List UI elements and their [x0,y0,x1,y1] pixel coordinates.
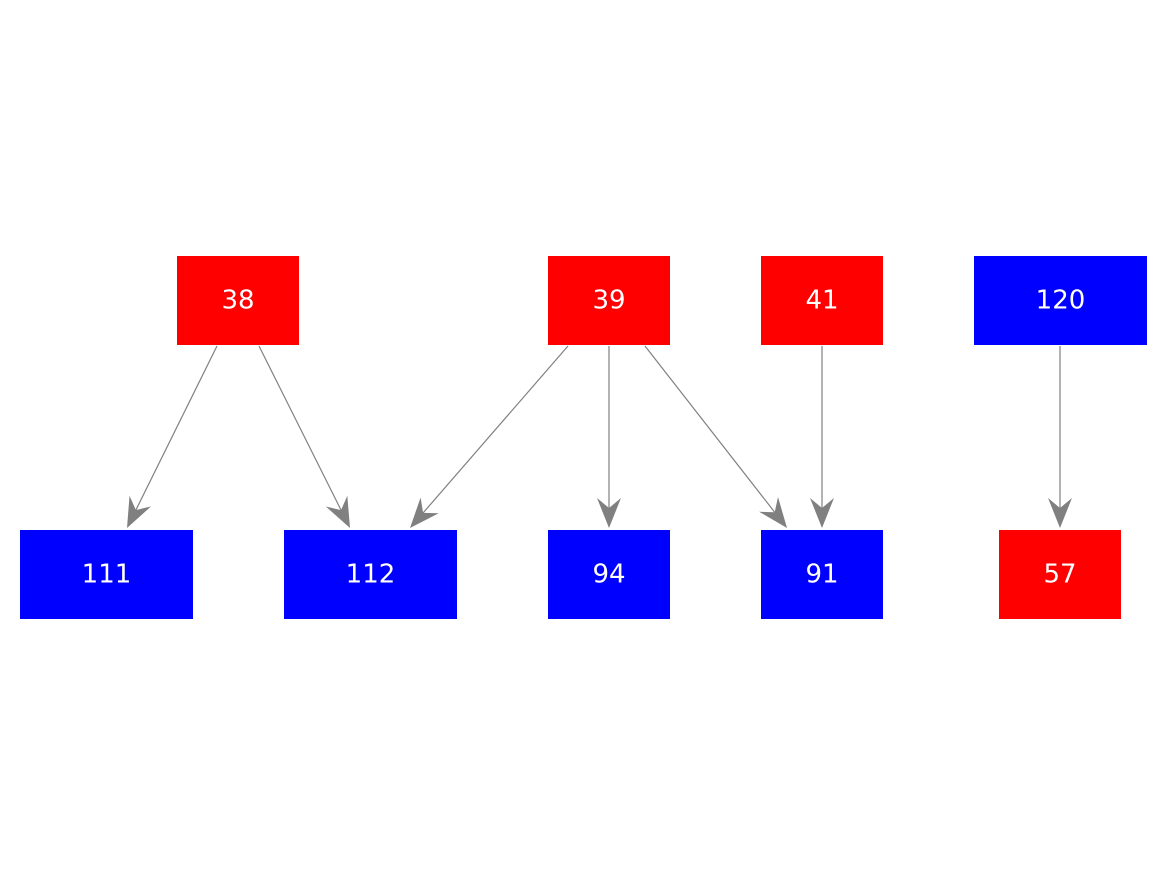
node-57: 57 [999,530,1121,619]
node-111: 111 [20,530,193,619]
arrowhead [759,496,787,528]
node-94: 94 [548,530,670,619]
node-38: 38 [177,256,299,345]
edge-line [258,345,342,511]
node-box [761,256,883,345]
edge-38-to-111 [127,345,218,528]
node-label: 41 [805,286,838,316]
node-box [974,256,1147,345]
edge-120-to-57 [1048,346,1072,528]
node-box [999,530,1121,619]
edge-line [135,345,218,511]
node-label: 38 [221,286,254,316]
edges-layer [127,345,1072,528]
node-label: 111 [82,560,132,590]
node-label: 120 [1036,286,1086,316]
edge-line [644,345,776,513]
edge-39-to-94 [597,346,621,528]
edge-38-to-112 [258,345,350,528]
edge-line [422,345,569,514]
node-box [284,530,457,619]
edge-41-to-91 [810,346,834,528]
node-120: 120 [974,256,1147,345]
nodes-layer: 38 39 41 120 111 112 94 91 57 [20,256,1147,619]
edge-39-to-91 [644,345,787,528]
arrowhead [410,497,439,528]
arrowhead [325,495,350,528]
arrowhead [597,498,621,528]
node-box [548,530,670,619]
node-label: 112 [346,560,396,590]
node-box [20,530,193,619]
arrowhead [1048,498,1072,528]
node-label: 39 [592,286,625,316]
node-label: 94 [592,560,625,590]
node-39: 39 [548,256,670,345]
node-box [177,256,299,345]
node-label: 91 [805,560,838,590]
arrowhead [127,495,152,528]
arrowhead [810,498,834,528]
node-label: 57 [1043,560,1076,590]
node-91: 91 [761,530,883,619]
node-box [548,256,670,345]
node-box [761,530,883,619]
edge-39-to-112 [410,345,569,528]
node-112: 112 [284,530,457,619]
node-41: 41 [761,256,883,345]
